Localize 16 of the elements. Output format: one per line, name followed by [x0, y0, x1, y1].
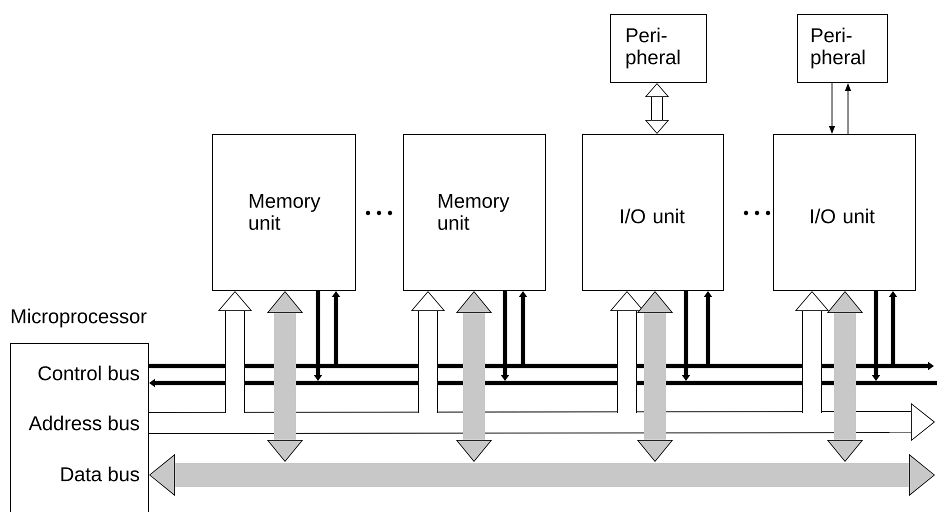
peripheral-box: Peri- pheral — [797, 14, 888, 83]
bus-arrow — [266, 291, 304, 462]
bus-label: Address bus — [28, 416, 140, 430]
bus-arrow — [644, 83, 670, 134]
unit-box: Memory unit — [403, 134, 546, 291]
bus-arrow — [456, 291, 492, 462]
bus-label: Control bus — [38, 366, 140, 380]
unit-box: I/O unit — [582, 134, 724, 291]
unit-box: I/O unit — [773, 134, 916, 291]
processor-heading: Microprocessor — [12, 308, 147, 328]
peripheral-box: Peri- pheral — [610, 14, 707, 83]
bus-arrow — [149, 454, 935, 496]
bus-arrow — [826, 291, 864, 462]
unit-box: Memory unit — [212, 134, 356, 291]
bus-label: Data bus — [61, 466, 140, 482]
bus-arrow — [636, 291, 674, 462]
